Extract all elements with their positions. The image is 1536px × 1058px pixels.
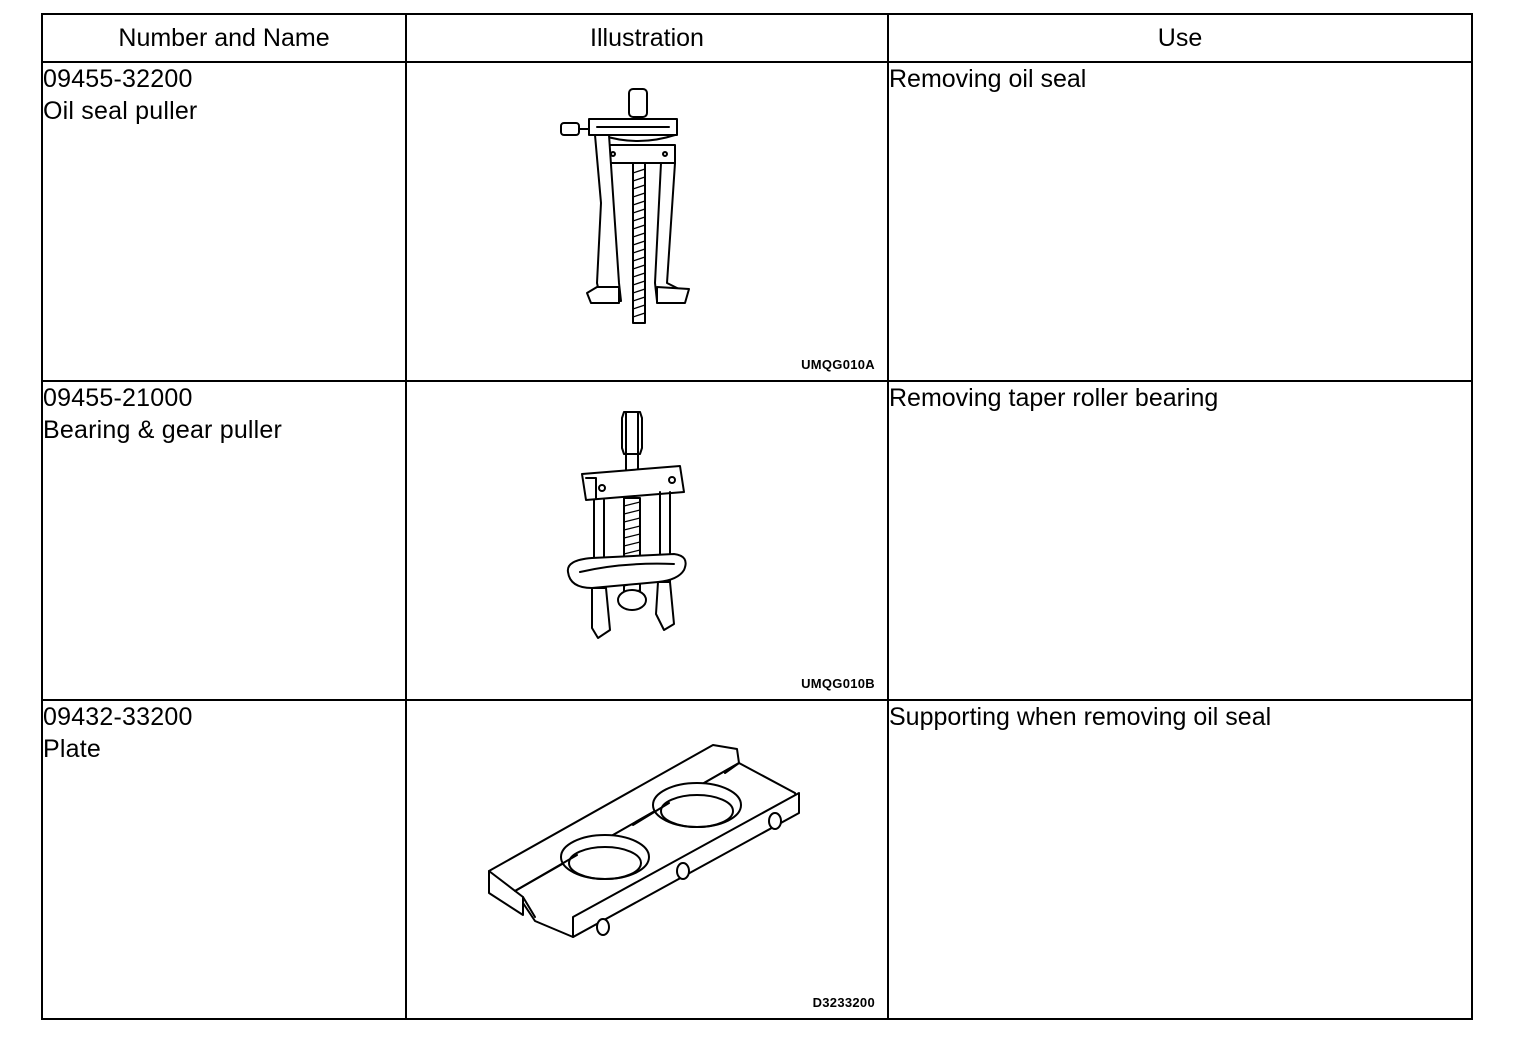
header-use: Use — [887, 13, 1473, 63]
table-row: 09432-33200 Plate — [41, 699, 1473, 1020]
tool-use-cell: Removing oil seal — [887, 61, 1473, 382]
tool-illustration-cell: UMQG010A — [405, 61, 889, 382]
tool-number-name-cell: 09455-32200 Oil seal puller — [41, 61, 407, 382]
oil-seal-puller-icon — [560, 88, 690, 324]
tool-use-cell: Removing taper roller bearing — [887, 380, 1473, 701]
tool-name: Plate — [43, 735, 101, 763]
tool-use: Removing taper roller bearing — [889, 384, 1219, 412]
plate-icon — [488, 744, 800, 938]
table-row: 09455-32200 Oil seal puller — [41, 61, 1473, 382]
special-tools-table: Number and Name Illustration Use 09455-3… — [41, 13, 1473, 1020]
tool-name: Bearing & gear puller — [43, 416, 283, 444]
tool-number: 09432-33200 — [43, 703, 193, 731]
tool-use-cell: Supporting when removing oil seal — [887, 699, 1473, 1020]
bearing-gear-puller-icon — [566, 411, 687, 639]
tool-name: Oil seal puller — [43, 97, 198, 125]
tool-number: 09455-32200 — [43, 65, 193, 93]
tool-use: Supporting when removing oil seal — [889, 703, 1272, 731]
tool-number: 09455-21000 — [43, 384, 193, 412]
header-number-name: Number and Name — [41, 13, 407, 63]
table-row: 09455-21000 Bearing & gear puller — [41, 380, 1473, 701]
header-row: Number and Name Illustration Use — [41, 13, 1473, 63]
illustration-code: UMQG010B — [801, 676, 875, 691]
illustration-code: UMQG010A — [801, 357, 875, 372]
illustration-code: D3233200 — [812, 995, 875, 1010]
tool-number-name-cell: 09455-21000 Bearing & gear puller — [41, 380, 407, 701]
header-illustration: Illustration — [405, 13, 889, 63]
tool-illustration-cell: UMQG010B — [405, 380, 889, 701]
tool-number-name-cell: 09432-33200 Plate — [41, 699, 407, 1020]
tool-illustration-cell: D3233200 — [405, 699, 889, 1020]
tool-use: Removing oil seal — [889, 65, 1087, 93]
